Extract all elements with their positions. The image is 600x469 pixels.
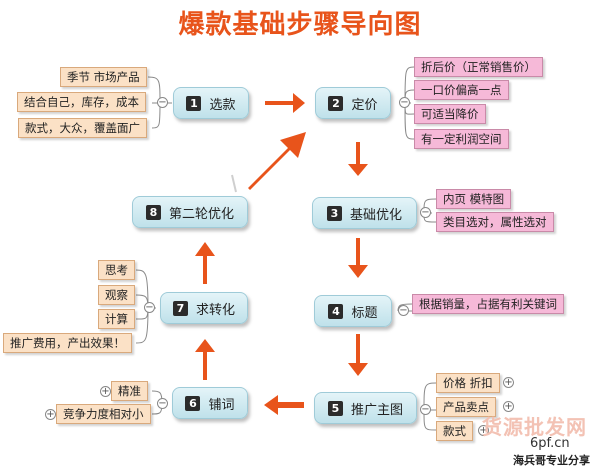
- collapse-toggle-step-6[interactable]: −: [157, 398, 168, 409]
- step-7-node[interactable]: 7 求转化: [160, 292, 248, 324]
- step-7-number: 7: [172, 300, 188, 316]
- collapse-toggle-step-3[interactable]: −: [420, 207, 431, 218]
- step-4-number: 4: [328, 303, 344, 319]
- expand-toggle-price[interactable]: +: [503, 377, 514, 388]
- step-1-number: 1: [186, 95, 202, 111]
- step-2-note: 一口价偏高一点: [414, 80, 509, 100]
- step-7-note: 推广费用，产出效果！: [3, 333, 132, 353]
- step-6-note: 精准: [111, 381, 148, 401]
- step-4-label: 标题: [351, 305, 378, 321]
- step-8-label: 第二轮优化: [168, 206, 234, 222]
- step-5-note: 价格 折扣: [436, 373, 500, 393]
- step-5-label: 推广主图: [350, 402, 403, 418]
- watermark-caption: 海兵哥专业分享: [513, 454, 590, 467]
- step-5-number: 5: [327, 400, 343, 416]
- step-6-number: 6: [185, 395, 201, 411]
- collapse-toggle-step-5[interactable]: −: [420, 404, 431, 415]
- step-1-note: 季节 市场产品: [60, 67, 147, 87]
- collapse-toggle-step-2[interactable]: −: [399, 97, 410, 108]
- watermark-logo-text: 货源批发网: [482, 415, 587, 439]
- step-7-note: 计算: [98, 309, 135, 329]
- step-2-number: 2: [328, 95, 344, 111]
- step-1-note: 结合自己，库存，成本: [17, 92, 146, 112]
- step-8-node[interactable]: 8 第二轮优化: [132, 196, 248, 228]
- step-2-note: 可适当降价: [414, 104, 486, 124]
- step-3-note: 内页 模特图: [436, 189, 512, 209]
- expand-toggle-competition[interactable]: +: [45, 409, 56, 420]
- collapse-toggle-step-7[interactable]: −: [144, 302, 155, 313]
- step-1-node[interactable]: 1 选款: [173, 87, 249, 119]
- step-7-label: 求转化: [195, 302, 235, 318]
- step-3-node[interactable]: 3 基础优化: [312, 197, 417, 229]
- expand-toggle-selling-point[interactable]: +: [503, 401, 514, 412]
- watermark-url: 6pf.cn: [530, 436, 570, 451]
- step-3-label: 基础优化: [349, 207, 402, 223]
- step-1-note: 款式，大众，覆盖面广: [18, 118, 147, 138]
- step-1-label: 选款: [209, 97, 236, 113]
- step-5-note: 产品卖点: [436, 397, 496, 417]
- diagram-title: 爆款基础步骤导向图: [178, 10, 422, 40]
- expand-toggle-style[interactable]: +: [478, 425, 489, 436]
- step-7-note: 思考: [98, 260, 135, 280]
- step-6-label: 铺词: [208, 397, 235, 413]
- step-2-node[interactable]: 2 定价: [315, 87, 391, 119]
- expand-toggle-precise[interactable]: +: [100, 386, 111, 397]
- step-5-node[interactable]: 5 推广主图: [314, 392, 417, 424]
- step-2-label: 定价: [351, 97, 378, 113]
- step-2-note: 有一定利润空间: [414, 129, 509, 149]
- step-8-number: 8: [145, 204, 161, 220]
- step-6-note: 竞争力度相对小: [56, 404, 151, 424]
- step-5-note: 款式: [436, 421, 473, 441]
- step-3-number: 3: [326, 205, 342, 221]
- step-7-note: 观察: [98, 285, 135, 305]
- collapse-toggle-step-4[interactable]: −: [398, 305, 409, 316]
- step-4-node[interactable]: 4 标题: [314, 295, 392, 327]
- collapse-toggle-step-1[interactable]: −: [157, 97, 168, 108]
- step-2-note: 折后价（正常销售价）: [414, 57, 543, 77]
- step-3-note: 类目选对，属性选对: [436, 212, 554, 232]
- step-4-note: 根据销量，占据有利关键词: [412, 294, 564, 314]
- step-6-node[interactable]: 6 铺词: [172, 387, 248, 419]
